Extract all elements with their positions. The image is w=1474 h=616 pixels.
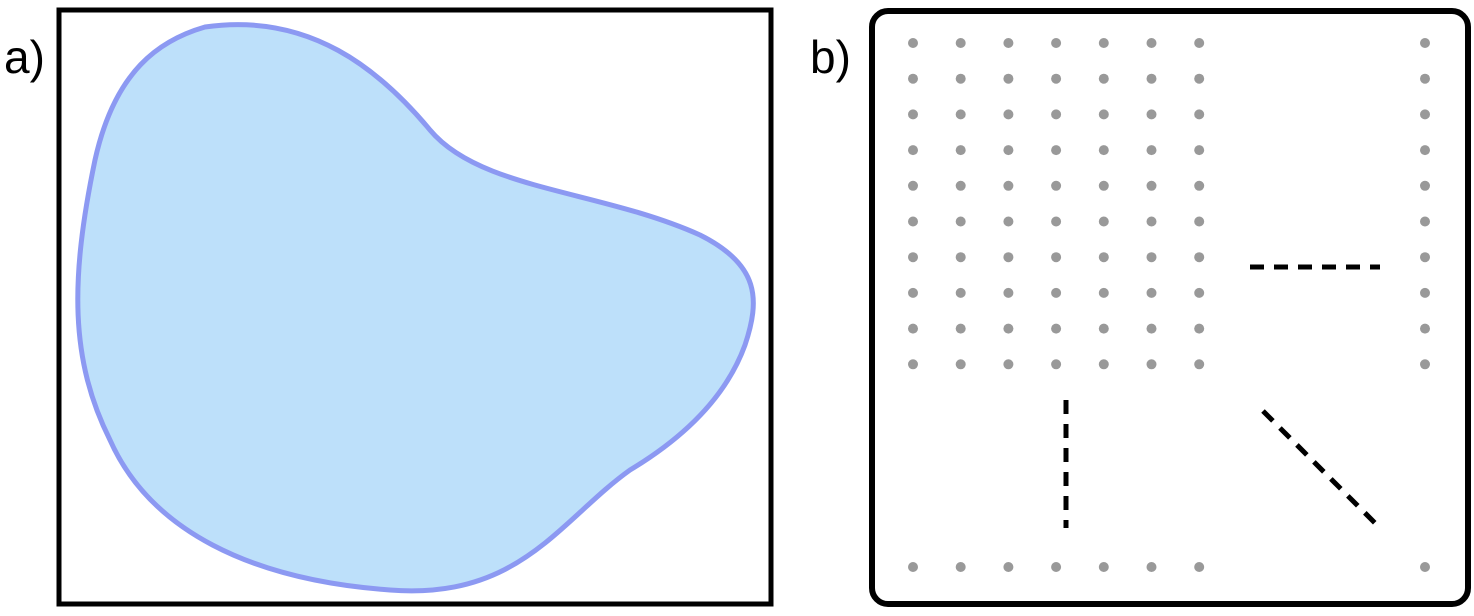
- grid-dot: [1194, 145, 1205, 156]
- grid-dot: [1146, 180, 1157, 191]
- corner-dot: [1420, 562, 1430, 572]
- grid-dot: [1098, 216, 1109, 227]
- right-column-dot: [1420, 323, 1430, 334]
- panel-label-a: a): [4, 31, 45, 83]
- panel-a-frame: [56, 7, 774, 607]
- grid-dot: [908, 287, 918, 298]
- grid-dot: [955, 323, 966, 334]
- grid-dot: [1194, 180, 1205, 191]
- grid-dot: [1003, 145, 1014, 156]
- right-column-dot: [1420, 252, 1430, 263]
- grid-dot: [1003, 38, 1014, 48]
- bottom-row-dot: [1003, 562, 1014, 572]
- grid-dot: [1003, 73, 1014, 84]
- grid-dot: [955, 252, 966, 263]
- grid-dot: [955, 73, 966, 84]
- grid-dot: [955, 109, 966, 120]
- grid-dot: [1051, 109, 1062, 120]
- grid-dot: [1003, 323, 1014, 334]
- grid-dot: [1051, 252, 1062, 263]
- grid-dot: [1194, 287, 1205, 298]
- grid-dot: [1194, 73, 1205, 84]
- grid-dot: [1051, 145, 1062, 156]
- grid-dot: [1098, 287, 1109, 298]
- right-column-dot: [1420, 216, 1430, 227]
- grid-dot: [908, 180, 918, 191]
- bottom-row-dot: [908, 562, 918, 572]
- grid-dot: [1051, 73, 1062, 84]
- grid-dot: [1146, 287, 1157, 298]
- right-column-dot: [1420, 145, 1430, 156]
- grid-dot: [955, 359, 966, 370]
- grid-dot: [1146, 73, 1157, 84]
- grid-dot: [908, 359, 918, 370]
- grid-dot: [1098, 145, 1109, 156]
- grid-dot: [1194, 109, 1205, 120]
- bottom-row-dot: [1194, 562, 1205, 572]
- grid-dot: [908, 323, 918, 334]
- bottom-row-dot: [955, 562, 966, 572]
- grid-dot: [1194, 216, 1205, 227]
- grid-dot: [908, 38, 918, 48]
- grid-dot: [1051, 359, 1062, 370]
- grid-dot: [908, 145, 918, 156]
- bottom-row-dot: [1146, 562, 1157, 572]
- grid-dot: [1003, 287, 1014, 298]
- right-column-dot: [1420, 180, 1430, 191]
- right-column-dot: [1420, 73, 1430, 84]
- grid-dot: [955, 38, 966, 48]
- grid-dot: [1146, 323, 1157, 334]
- right-column-dot: [1420, 359, 1430, 370]
- grid-dot: [1003, 109, 1014, 120]
- dashed-line-diagonal: [1261, 409, 1377, 525]
- grid-dot: [1098, 38, 1109, 48]
- grid-dot: [955, 180, 966, 191]
- grid-dot: [908, 109, 918, 120]
- grid-dot: [1146, 216, 1157, 227]
- grid-dot: [1194, 323, 1205, 334]
- grid-dot: [1098, 109, 1109, 120]
- panel-label-b: b): [810, 31, 851, 83]
- grid-dot: [955, 145, 966, 156]
- grid-dot: [908, 73, 918, 84]
- grid-dot: [1194, 38, 1205, 48]
- grid-dot: [1146, 38, 1157, 48]
- grid-dot: [1003, 216, 1014, 227]
- grid-dot: [1051, 323, 1062, 334]
- bottom-row-dot: [1098, 562, 1109, 572]
- grid-dot: [1098, 323, 1109, 334]
- grid-dot: [1146, 359, 1157, 370]
- panel-b-frame: [869, 8, 1471, 607]
- grid-dot: [1194, 252, 1205, 263]
- grid-dot: [1003, 252, 1014, 263]
- grid-dot: [908, 252, 918, 263]
- grid-dot: [955, 287, 966, 298]
- grid-dot: [1098, 180, 1109, 191]
- grid-dot: [1051, 38, 1062, 48]
- blob-shape: [75, 22, 756, 594]
- dot-grid: [908, 38, 1430, 572]
- grid-dot: [1098, 73, 1109, 84]
- right-column-dot: [1420, 38, 1430, 48]
- bottom-row-dot: [1051, 562, 1062, 572]
- grid-dot: [1051, 216, 1062, 227]
- grid-dot: [1098, 252, 1109, 263]
- grid-dot: [1194, 359, 1205, 370]
- grid-dot: [1146, 145, 1157, 156]
- grid-dot: [955, 216, 966, 227]
- grid-dot: [1051, 287, 1062, 298]
- right-column-dot: [1420, 287, 1430, 298]
- grid-dot: [1146, 252, 1157, 263]
- right-column-dot: [1420, 109, 1430, 120]
- grid-dot: [1098, 359, 1109, 370]
- grid-dot: [1003, 359, 1014, 370]
- grid-dot: [1003, 180, 1014, 191]
- grid-dot: [908, 216, 918, 227]
- grid-dot: [1051, 180, 1062, 191]
- grid-dot: [1146, 109, 1157, 120]
